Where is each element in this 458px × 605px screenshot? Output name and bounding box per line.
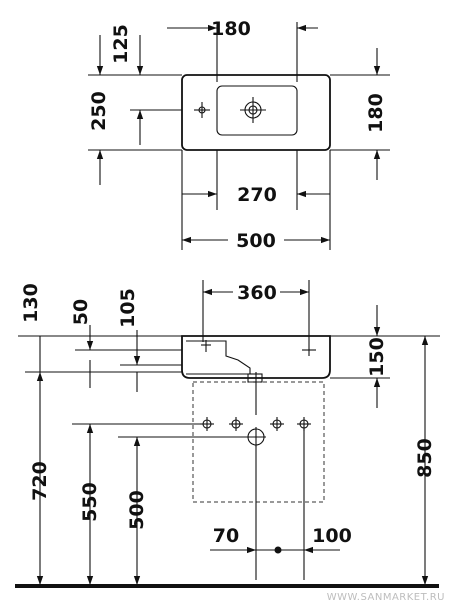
top-view: 180 125 250 180 270 500	[88, 18, 390, 252]
dim-250: 250	[88, 91, 110, 131]
installation-frame	[192, 381, 325, 503]
dim-105: 105	[117, 288, 139, 328]
basin-front-outline	[181, 335, 331, 379]
dim-130: 130	[20, 283, 42, 323]
floor-line	[15, 584, 439, 588]
dim-125: 125	[110, 24, 132, 64]
dim-850: 850	[414, 438, 436, 478]
dim-70: 70	[213, 525, 239, 547]
dim-500-height: 500	[126, 490, 148, 530]
basin-top-outline	[181, 74, 331, 151]
reference-point-icon	[274, 546, 282, 554]
dim-100: 100	[312, 525, 352, 547]
dim-150: 150	[366, 337, 388, 377]
dim-500: 500	[236, 230, 276, 252]
dim-270: 270	[237, 184, 277, 206]
dim-360: 360	[237, 282, 277, 304]
connection-holes	[200, 417, 311, 447]
dim-180-right: 180	[365, 93, 387, 133]
dim-180-top: 180	[211, 18, 251, 40]
dim-550: 550	[79, 482, 101, 522]
front-view: 360 130 50 105 150	[15, 280, 440, 588]
dim-50: 50	[70, 299, 92, 325]
dim-720: 720	[29, 461, 51, 501]
basin-bowl-outline	[216, 85, 298, 136]
watermark: WWW.SANMARKET.RU	[327, 592, 445, 603]
